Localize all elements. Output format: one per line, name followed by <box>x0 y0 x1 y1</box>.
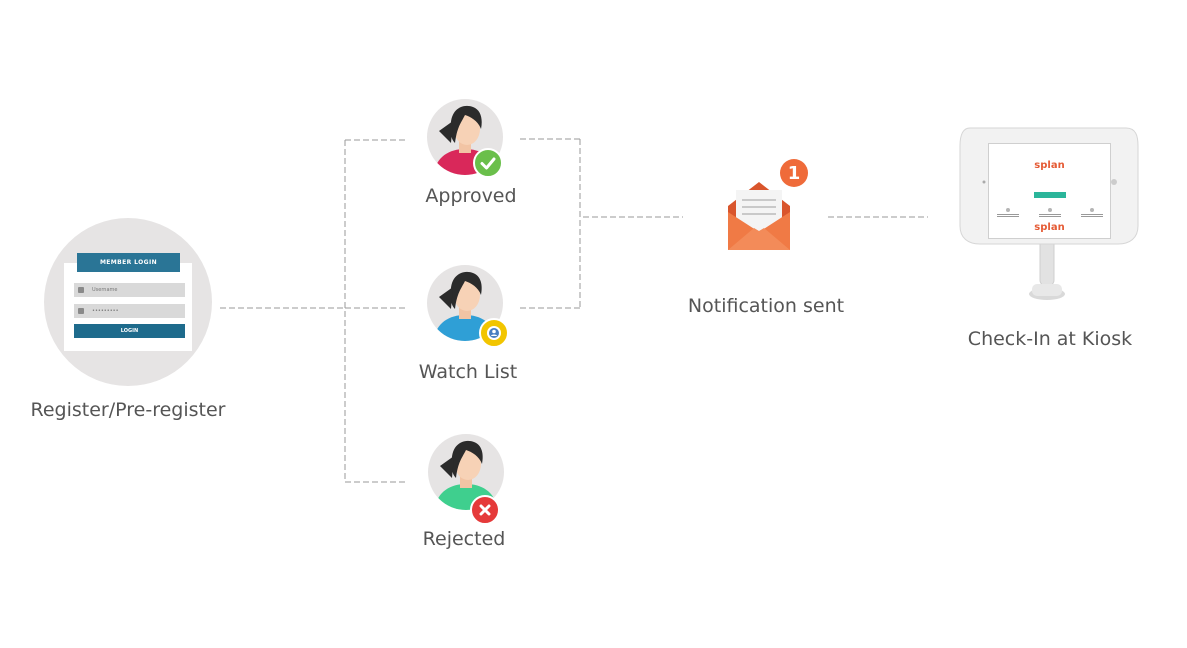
username-field: Username <box>74 283 185 297</box>
kiosk-screen: splan splan <box>988 143 1111 239</box>
register-label: Register/Pre-register <box>30 399 226 421</box>
notification-label: Notification sent <box>687 295 845 317</box>
envelope-icon <box>728 182 790 250</box>
rejected-label: Rejected <box>422 528 506 550</box>
approved-label: Approved <box>425 185 517 207</box>
x-icon <box>470 495 500 525</box>
username-placeholder: Username <box>92 287 118 293</box>
kiosk-label: Check-In at Kiosk <box>967 328 1133 350</box>
eye-icon <box>479 318 509 348</box>
lock-icon <box>78 308 84 314</box>
check-icon <box>473 148 503 178</box>
password-field: ••••••••• <box>74 304 185 318</box>
watch-list-label: Watch List <box>418 361 518 383</box>
login-button: LOGIN <box>74 324 185 338</box>
notification-count-badge: 1 <box>780 159 808 187</box>
user-icon <box>78 287 84 293</box>
kiosk-option-2 <box>1037 206 1063 218</box>
kiosk-option-1 <box>995 206 1021 218</box>
password-mask: ••••••••• <box>92 308 119 314</box>
kiosk-start-button <box>1034 192 1066 198</box>
kiosk-logo-bottom: splan <box>1034 222 1065 233</box>
login-title: MEMBER LOGIN <box>77 253 180 272</box>
kiosk-logo-top: splan <box>1034 160 1065 171</box>
kiosk-option-3 <box>1079 206 1105 218</box>
